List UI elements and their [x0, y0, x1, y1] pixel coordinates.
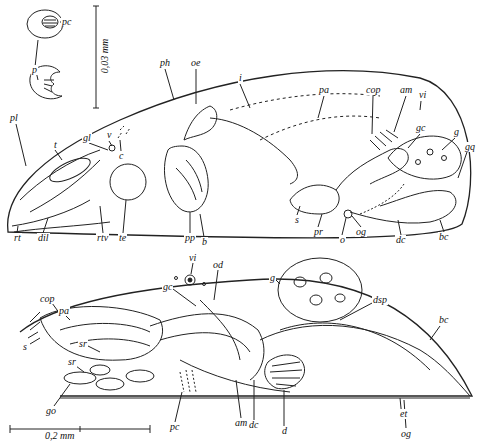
part-label: p	[31, 65, 38, 75]
part-label: bc	[438, 232, 449, 242]
part-label: cop	[365, 85, 381, 95]
part-label: c	[118, 151, 124, 161]
part-label: pl	[9, 113, 19, 123]
part-label: dsp	[372, 295, 388, 305]
part-label: dc	[395, 235, 406, 245]
part-label: gc	[415, 123, 426, 133]
part-label: o	[339, 235, 346, 245]
part-label: 0,03 mm	[100, 38, 110, 74]
part-label: ph	[159, 58, 171, 68]
part-label: v	[106, 130, 112, 140]
part-label: am	[234, 418, 248, 428]
part-label: pr	[313, 227, 324, 237]
part-label: am	[399, 85, 413, 95]
part-label: dc	[248, 420, 259, 430]
part-label: pa	[58, 306, 70, 316]
part-label: b	[201, 237, 208, 247]
part-label: og	[355, 227, 367, 237]
part-label: od	[212, 260, 224, 270]
part-label: vi	[188, 253, 197, 263]
part-label: gl	[82, 133, 92, 143]
part-label: gc	[162, 282, 173, 292]
part-label: gq	[464, 142, 476, 152]
part-label: g	[269, 273, 276, 283]
part-label: t	[53, 140, 58, 150]
part-label: oe	[190, 58, 201, 68]
part-label: cop	[39, 294, 55, 304]
part-label: s	[294, 215, 300, 225]
part-label: rt	[13, 233, 22, 243]
part-label: d	[281, 426, 288, 436]
part-label: dil	[37, 233, 50, 243]
part-label: sr	[78, 339, 88, 349]
part-label: pp	[184, 233, 196, 243]
part-label: g	[453, 127, 460, 137]
part-label: og	[400, 429, 412, 439]
part-label: et	[399, 409, 408, 419]
part-label: sr	[67, 357, 77, 367]
part-label: te	[118, 233, 127, 243]
part-label: s	[22, 342, 28, 352]
part-label: pc	[61, 17, 72, 27]
part-label: rtv	[96, 233, 109, 243]
part-label: vi	[418, 90, 427, 100]
part-label: bc	[438, 315, 449, 325]
part-label: pc	[169, 422, 180, 432]
part-label: i	[238, 73, 243, 83]
part-label: go	[45, 406, 57, 416]
part-label: 0,2 mm	[44, 431, 75, 441]
part-label: pa	[318, 85, 330, 95]
